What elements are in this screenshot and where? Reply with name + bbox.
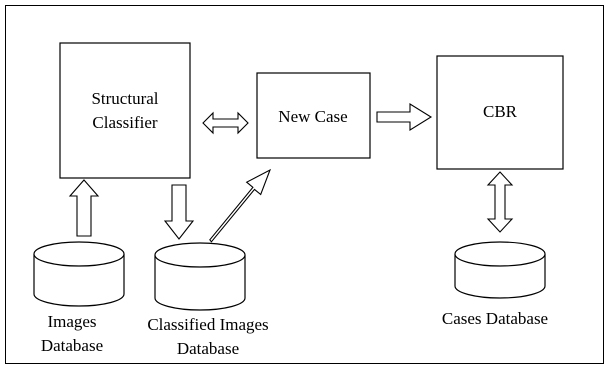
newcase-to-cbr-arrow bbox=[376, 103, 433, 131]
structural-classifier-node: Structural Classifier bbox=[59, 42, 191, 179]
imagesdb-to-classifier-arrow bbox=[68, 179, 100, 237]
classified-db-body bbox=[154, 255, 246, 311]
cases-db-label: Cases Database bbox=[442, 309, 548, 328]
structural-classifier-label-line2: Classifier bbox=[92, 113, 157, 132]
classifieddb-to-newcase-arrow bbox=[209, 168, 272, 243]
images-db-body bbox=[33, 254, 125, 307]
new-case-label: New Case bbox=[278, 107, 347, 126]
images-db-label-line1: Images bbox=[47, 312, 96, 331]
cbr-casesdb-double-arrow bbox=[486, 171, 514, 233]
classified-db-label-line2: Database bbox=[177, 339, 239, 358]
classifier-to-classifieddb-arrow bbox=[163, 184, 195, 240]
images-db-label-line2: Database bbox=[41, 336, 103, 355]
cases-database-cylinder bbox=[454, 241, 546, 299]
cbr-node: CBR bbox=[436, 55, 564, 170]
structural-classifier-box bbox=[59, 42, 191, 179]
classified-db-label-line1: Classified Images bbox=[147, 315, 268, 334]
images-database-cylinder bbox=[33, 241, 125, 307]
new-case-node: New Case bbox=[256, 72, 371, 159]
classified-images-database-cylinder bbox=[154, 242, 246, 311]
new-case-box bbox=[256, 72, 371, 159]
images-db-top bbox=[33, 241, 125, 267]
classified-db-top bbox=[154, 242, 246, 268]
cases-db-top bbox=[454, 241, 546, 267]
cbr-box bbox=[436, 55, 564, 170]
classifier-newcase-double-arrow bbox=[202, 111, 249, 135]
cbr-label: CBR bbox=[483, 102, 518, 121]
structural-classifier-label-line1: Structural bbox=[91, 89, 158, 108]
